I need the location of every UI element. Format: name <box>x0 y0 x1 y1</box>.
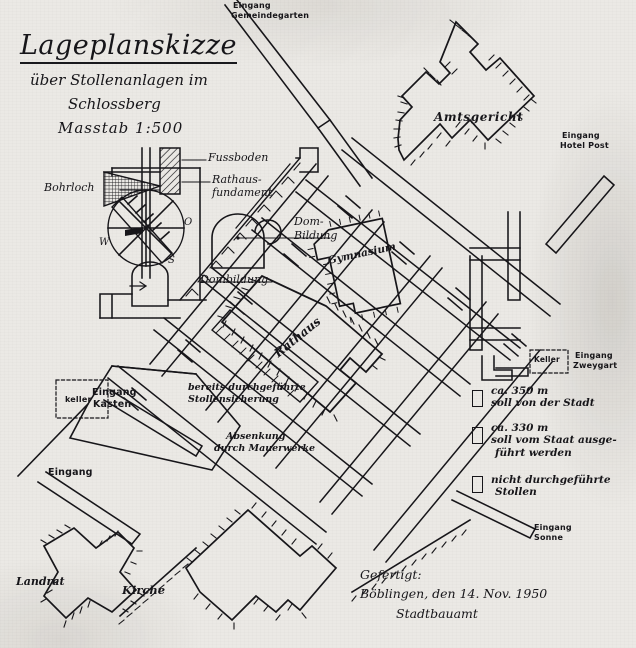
title-location: Schlossberg <box>68 95 161 113</box>
label-stollensicherung-line2: Stollensicherung <box>188 394 279 405</box>
page-title: Lageplanskizze <box>20 30 237 64</box>
label-fussboden: Fussboden <box>208 151 269 164</box>
label-eingang-kasten-line2: Kasten <box>93 399 132 410</box>
compass-west-icon: W <box>99 237 110 248</box>
label-amtsgericht: Amtsgericht <box>434 110 524 124</box>
corridor-zweygart <box>469 211 529 381</box>
title-block: Lageplanskizze über Stollenanlagen im Sc… <box>20 30 237 137</box>
label-dombildung-lower: Dombildung <box>200 273 269 286</box>
legend-length-0: ca. 350 m <box>491 385 549 397</box>
compass-sued-icon: S <box>168 255 175 266</box>
label-eingang-kasten-line1: Eingang <box>92 387 137 398</box>
label-landrat: Landrat <box>16 575 65 588</box>
label-stollensicherung-line1: bereits durchgeführte <box>188 382 306 393</box>
keller-kasten-box <box>55 379 109 419</box>
title-subtitle: über Stollenanlagen im <box>30 71 208 89</box>
label-absenkung-line1: Absenkung <box>226 431 286 442</box>
label-dombildung-line2: Bildung <box>294 229 338 242</box>
label-eingang-sonne-line1: Eingang <box>534 523 572 532</box>
label-rathausfundament-line1: Rathaus- <box>212 173 262 186</box>
label-keller-zweygart: Keller <box>534 355 560 364</box>
legend-item: nicht durchgeführte Stollen <box>472 471 617 499</box>
signature-block: Gefertigt: Böblingen, den 14. Nov. 1950 … <box>360 565 547 623</box>
signature-place-date: Böblingen, den 14. Nov. 1950 <box>360 586 548 602</box>
legend-desc-0: soll von der Stadt <box>491 397 595 410</box>
legend-desc-2: nicht durchgeführte <box>491 473 611 486</box>
keller-zweygart-box <box>529 349 569 374</box>
corridor-eingang-left <box>36 470 142 546</box>
label-eingang-gemeindegarten-line1: Eingang <box>233 1 271 10</box>
label-eingang-zweygart-line2: Zweygart <box>573 361 618 370</box>
building-kasten <box>16 365 241 478</box>
signature-authority: Stadtbauamt <box>396 605 478 621</box>
legend-symbol-stadt <box>472 390 483 407</box>
legend-desc-1b: führt werden <box>495 446 572 459</box>
compass-ost-icon: O <box>184 217 193 228</box>
label-absenkung-line2: durch Mauerwerke <box>214 443 316 454</box>
label-bohrloch: Bohrloch <box>44 181 95 194</box>
corridor-hotel-post <box>544 174 616 255</box>
stollensicherung-band <box>210 309 320 403</box>
label-eingang-zweygart-line1: Eingang <box>575 351 613 360</box>
tunnel-network <box>106 136 562 564</box>
building-amtsgericht <box>393 19 537 166</box>
cross-section-detail <box>99 147 331 319</box>
legend: ca. 350 m soll von der Stadt ca. 330 m s… <box>472 385 617 511</box>
label-dombildung-line1: Dom- <box>294 215 324 228</box>
building-rathaus <box>217 274 386 422</box>
hatched-edge-bottom-right <box>350 518 472 602</box>
label-kirche: Kirche <box>122 583 166 597</box>
corridor-sonne <box>450 489 537 540</box>
legend-symbol-staat <box>472 426 483 444</box>
label-eingang-hotelpost-line2: Hotel Post <box>560 141 609 150</box>
label-eingang-gemeindegarten-line2: Gemeindegarten <box>231 11 310 20</box>
label-eingang-left: Eingang <box>48 467 93 478</box>
label-keller-kasten: keller <box>65 395 92 404</box>
building-kirche <box>184 502 338 630</box>
label-rathausfundament-line2: fundament <box>212 186 273 199</box>
legend-length-1: ca. 330 m <box>491 421 549 434</box>
title-scale: Masstab 1:500 <box>58 119 184 137</box>
legend-item: ca. 330 m soll vom Staat ausge- führt we… <box>472 422 617 459</box>
legend-item: ca. 350 m soll von der Stadt <box>472 385 617 410</box>
legend-desc-1: soll vom Staat ausge- <box>491 434 617 447</box>
building-landrat <box>40 524 145 628</box>
legend-desc-2b: Stollen <box>495 486 537 499</box>
corridor-kasten <box>102 388 204 458</box>
hatched-edge-bottom-left <box>118 546 198 625</box>
signature-gefertigt: Gefertigt: <box>360 567 422 582</box>
label-eingang-hotelpost-line1: Eingang <box>562 131 600 140</box>
label-eingang-sonne-line2: Sonne <box>534 533 564 542</box>
legend-symbol-nicht-ausgefuehrt <box>472 475 483 493</box>
building-gymnasium <box>307 210 402 323</box>
